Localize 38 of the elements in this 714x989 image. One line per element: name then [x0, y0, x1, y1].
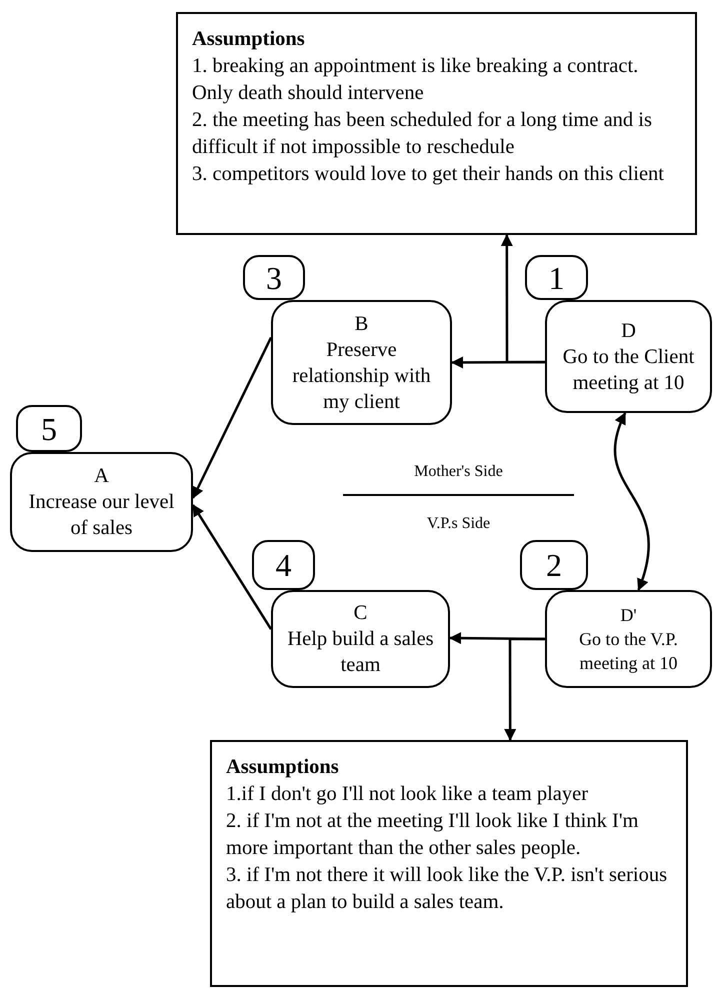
arrow: [449, 632, 546, 644]
assumptions-heading: Assumptions: [192, 27, 306, 52]
box-letter: D: [621, 318, 636, 344]
assumptions-heading: Assumptions: [226, 755, 340, 780]
number-badge: 3: [243, 255, 305, 300]
assumption-text: 2. the meeting has been scheduled for a long time and is difficult if not impossible to reschedule: [192, 108, 653, 160]
box-text: Go to the Client meeting at 10: [562, 344, 696, 396]
assumptions-box: [176, 12, 697, 235]
assumption-text: 2. if I'm not at the meeting I'll look like I think I'm more important than the other sales people.: [226, 809, 640, 861]
box-text: Go to the V.P. meeting at 10: [578, 628, 679, 675]
box-letter: B: [354, 312, 368, 336]
arrow: [614, 412, 650, 591]
box-text: Increase our level of sales: [28, 490, 176, 541]
assumptions-box: [210, 740, 688, 987]
box-text: Help build a sales team: [286, 627, 435, 678]
box-letter: D': [620, 604, 637, 627]
arrow: [192, 336, 272, 499]
box-text: Preserve relationship with my client: [291, 338, 432, 414]
rounded-box: [545, 300, 712, 413]
rounded-box: [545, 590, 712, 688]
number-badge: 5: [16, 405, 82, 452]
rounded-box: [10, 452, 193, 552]
arrow: [500, 234, 545, 364]
box-letter: A: [94, 464, 109, 489]
number-badge: 4: [252, 540, 315, 590]
rounded-box: [271, 300, 452, 425]
number-badge: 2: [520, 540, 588, 590]
side-label: Mother's Side: [413, 462, 504, 482]
rounded-box: [271, 590, 450, 688]
assumption-text: 3. if I'm not there it will look like the V.P. isn't serious about a plan to build a sales team.: [226, 863, 668, 915]
number-badge: 1: [525, 255, 588, 300]
arrow: [504, 638, 545, 741]
assumption-text: 1.if I don't go I'll not look like a team player: [226, 782, 590, 807]
assumption-text: 3. competitors would love to get their hands on this client: [192, 162, 665, 187]
arrow: [192, 504, 272, 630]
assumption-text: 1. breaking an appointment is like breaking a contract. Only death should intervene: [192, 54, 640, 106]
side-label: V.P.s Side: [426, 514, 492, 534]
box-letter: C: [354, 601, 368, 626]
